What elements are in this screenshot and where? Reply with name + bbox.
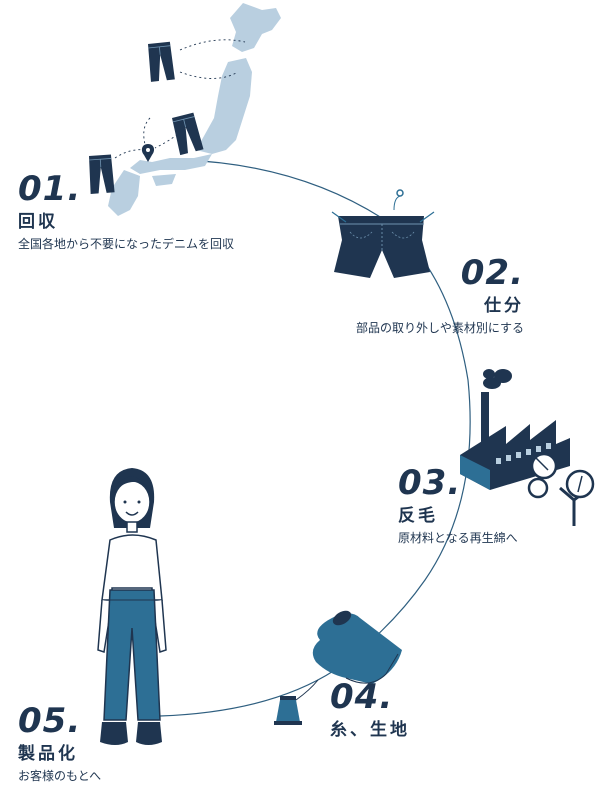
step-number: 04. [330, 677, 394, 717]
step-description: 部品の取り外しや素材別にする [355, 321, 524, 336]
step-description: 全国各地から不要になったデニムを回収 [18, 237, 235, 252]
step-04: 04. 糸、生地 [330, 680, 410, 745]
step-title: 糸、生地 [330, 720, 410, 740]
step-title: 反毛 [398, 506, 438, 526]
cotton-plant-icon [527, 452, 595, 526]
step-01: 01. 回収 全国各地から不要になったデニムを回収 [18, 172, 234, 253]
step-title: 仕分 [484, 296, 524, 316]
fabric-roll-icon [312, 610, 402, 684]
step-number: 01. [18, 169, 82, 209]
step-02: 02. 仕分 部品の取り外しや素材別にする [356, 256, 524, 337]
jeans-icon [146, 41, 176, 83]
japan-map-icon [108, 3, 281, 216]
location-pin-icon [141, 144, 155, 162]
person-icon [97, 468, 167, 745]
step-05: 05. 製品化 お客様のもとへ [18, 704, 101, 785]
step-number: 02. [460, 253, 524, 293]
step-number: 03. [398, 463, 462, 503]
step-number: 05. [18, 701, 82, 741]
step-description: 原材料となる再生綿へ [398, 531, 518, 546]
step-title: 製品化 [18, 744, 78, 764]
shorts-icon [331, 189, 435, 278]
jeans-icon [170, 112, 204, 156]
step-title: 回収 [18, 212, 58, 232]
step-03: 03. 反毛 原材料となる再生綿へ [398, 466, 518, 547]
step-description: お客様のもとへ [18, 769, 102, 784]
thread-spool-icon [274, 679, 319, 725]
